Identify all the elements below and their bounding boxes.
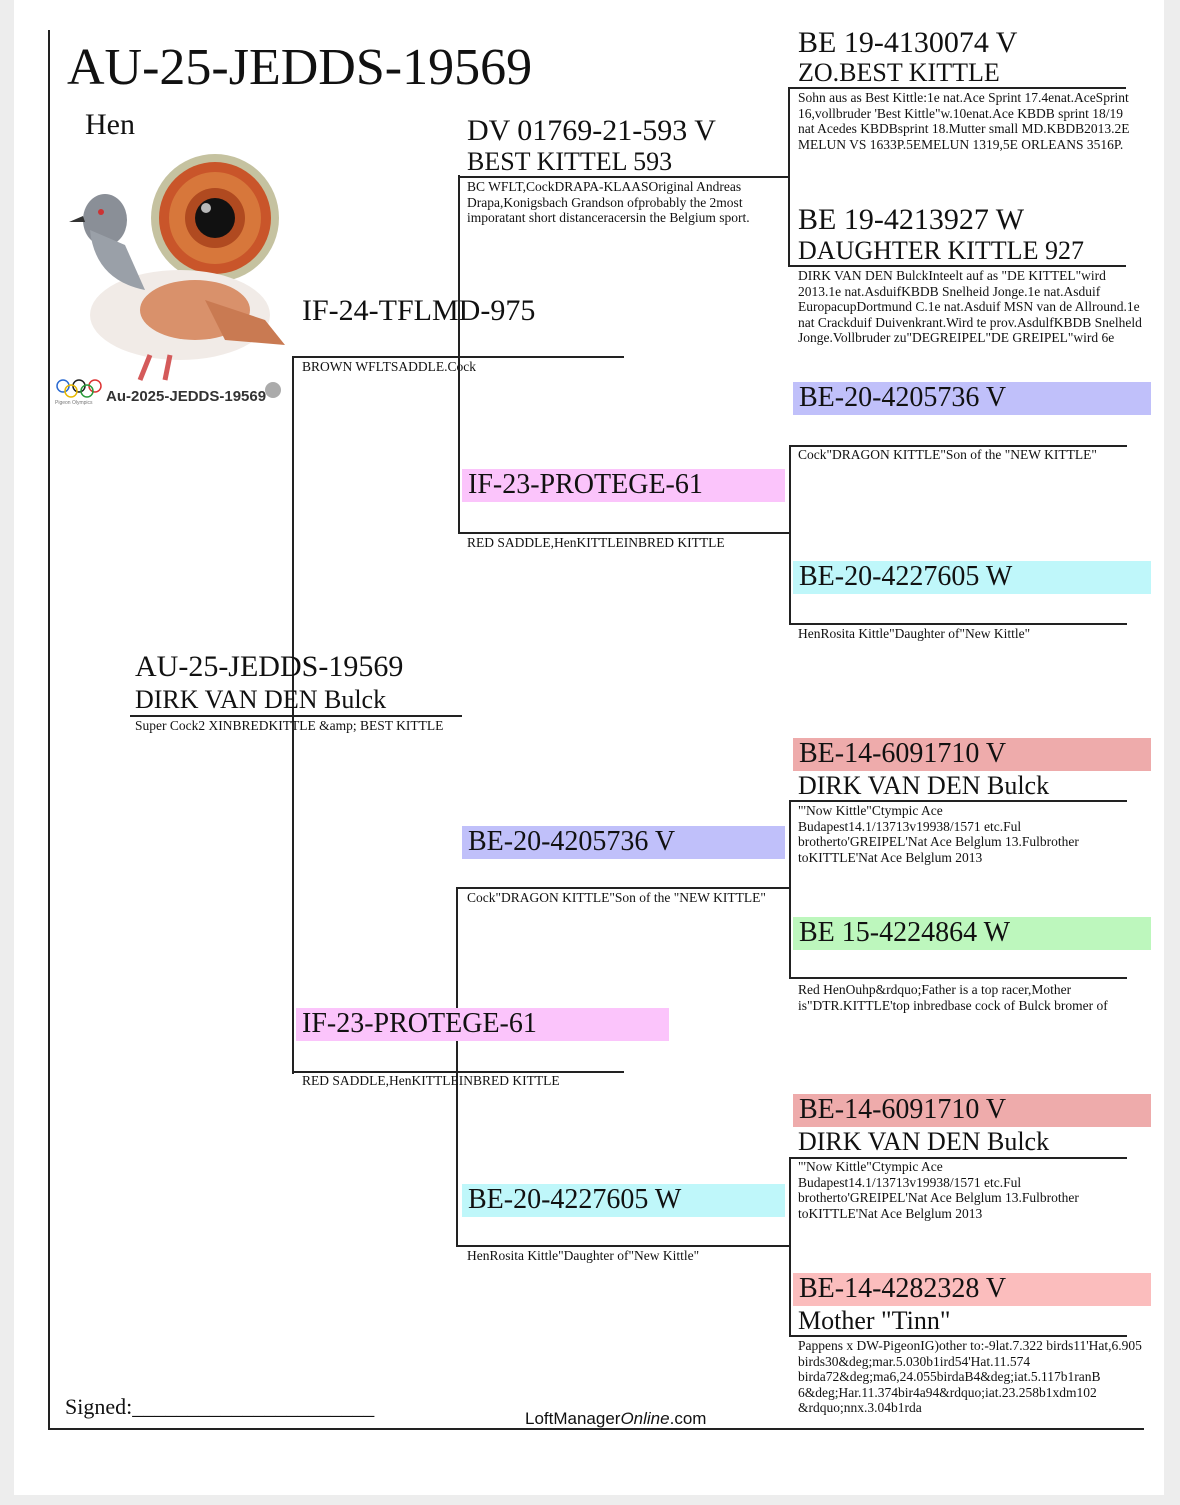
photo-caption: Au-2025-JEDDS-19569 xyxy=(106,388,267,405)
ddsd-ring: BE-14-4282328 V xyxy=(793,1273,1151,1306)
ds-note: Cock"DRAGON KITTLE"Son of the "NEW KITTL… xyxy=(467,890,766,905)
dam-ring: AU-25-JEDDS-19569 xyxy=(135,650,404,683)
dsd-ring: BE 15-4224864 W xyxy=(793,917,1151,950)
dss-ring: BE-14-6091710 V xyxy=(793,738,1151,771)
ss-note: BC WFLT,CockDRAPA-KLAASOriginal Andreas … xyxy=(467,179,750,225)
sss-note: Sohn aus as Best Kittle:1e nat.Ace Sprin… xyxy=(798,90,1130,152)
sd-vertical-line xyxy=(789,446,791,624)
dam-note: Super Cock2 XINBREDKITTLE &amp; BEST KIT… xyxy=(135,718,444,733)
photo-caption-small: Pigeon Olympics xyxy=(55,400,93,406)
left-border xyxy=(48,30,50,1430)
sd-underline xyxy=(458,532,790,534)
dsd-note: Red HenOuhp&rdquo;Father is a top racer,… xyxy=(798,982,1108,1013)
ddss-underline xyxy=(789,1157,1127,1159)
ssd-name: DAUGHTER KITTLE 927 xyxy=(798,236,1084,265)
sds-ring: BE-20-4205736 V xyxy=(793,382,1151,415)
sire-note: BROWN WFLTSADDLE.Cock xyxy=(302,359,477,374)
sdd-note: HenRosita Kittle"Daughter of"New Kittle" xyxy=(798,626,1031,641)
sire-ring: IF-24-TFLMD-975 xyxy=(302,294,536,327)
ss-underline xyxy=(458,176,788,178)
brand-suffix: .com xyxy=(669,1409,707,1428)
dds-ring: BE-20-4227605 W xyxy=(462,1184,785,1217)
ss-ring: DV 01769-21-593 V xyxy=(467,114,716,147)
sdd-ring: BE-20-4227605 W xyxy=(793,561,1151,594)
dss-note: "'Now Kittle"Ctympic Ace Budapest14.1/13… xyxy=(798,803,1079,865)
ds-underline xyxy=(456,887,790,889)
bottom-border xyxy=(48,1428,1144,1430)
dam-underline xyxy=(130,715,462,717)
dam-vertical-line xyxy=(456,887,458,1247)
sss-name: ZO.BEST KITTLE xyxy=(798,58,1000,87)
watermark-icon xyxy=(265,382,281,398)
sds-underline xyxy=(789,445,1127,447)
ss-name: BEST KITTEL 593 xyxy=(467,147,673,176)
dd-ring: IF-23-PROTEGE-61 xyxy=(296,1008,669,1041)
page-title: AU-25-JEDDS-19569 xyxy=(67,39,533,96)
dss-underline xyxy=(789,800,1127,802)
olympic-rings-icon xyxy=(55,377,103,406)
ss-vertical-line xyxy=(788,88,790,266)
dds-underline xyxy=(456,1245,790,1247)
dss-name: DIRK VAN DEN Bulck xyxy=(798,771,1050,800)
sss-ring: BE 19-4130074 V xyxy=(798,26,1018,59)
ds-vertical-line xyxy=(789,800,791,978)
dds-vertical-line xyxy=(789,1157,791,1335)
ddsd-underline xyxy=(789,1335,1127,1337)
sd-ring: IF-23-PROTEGE-61 xyxy=(462,469,785,502)
sss-underline xyxy=(788,87,1126,89)
sire-vertical-line xyxy=(458,175,460,533)
sd-note: RED SADDLE,HenKITTLEINBRED KITTLE xyxy=(467,535,725,550)
ssd-note: DIRK VAN DEN BulckInteelt auf as "DE KIT… xyxy=(798,268,1142,345)
ddsd-name: Mother "Tinn" xyxy=(798,1306,951,1335)
sdd-underline xyxy=(789,623,1127,625)
ssd-underline xyxy=(788,265,1126,267)
ds-ring: BE-20-4205736 V xyxy=(462,826,785,859)
sds-note: Cock"DRAGON KITTLE"Son of the "NEW KITTL… xyxy=(798,447,1097,462)
dd-underline xyxy=(292,1071,624,1073)
ddss-name: DIRK VAN DEN Bulck xyxy=(798,1127,1050,1156)
dds-note: HenRosita Kittle"Daughter of"New Kittle" xyxy=(467,1248,700,1263)
ssd-ring: BE 19-4213927 W xyxy=(798,203,1025,236)
sex-label: Hen xyxy=(85,108,135,141)
signed-label: Signed:______________________ xyxy=(65,1394,375,1419)
ddss-ring: BE-14-6091710 V xyxy=(793,1094,1151,1127)
dam-name: DIRK VAN DEN Bulck xyxy=(135,685,387,714)
pigeon-photo xyxy=(55,150,290,390)
brand-footer: LoftManagerOnline.com xyxy=(525,1409,706,1429)
brand-prefix: LoftManager xyxy=(525,1409,621,1428)
ddsd-note: Pappens x DW-PigeonIG)other to:-9lat.7.3… xyxy=(798,1338,1142,1415)
dsd-underline xyxy=(789,977,1127,979)
ddss-note: "'Now Kittle"Ctympic Ace Budapest14.1/13… xyxy=(798,1159,1079,1221)
brand-italic: Online xyxy=(620,1409,670,1428)
dd-note: RED SADDLE,HenKITTLEINBRED KITTLE xyxy=(302,1073,560,1088)
